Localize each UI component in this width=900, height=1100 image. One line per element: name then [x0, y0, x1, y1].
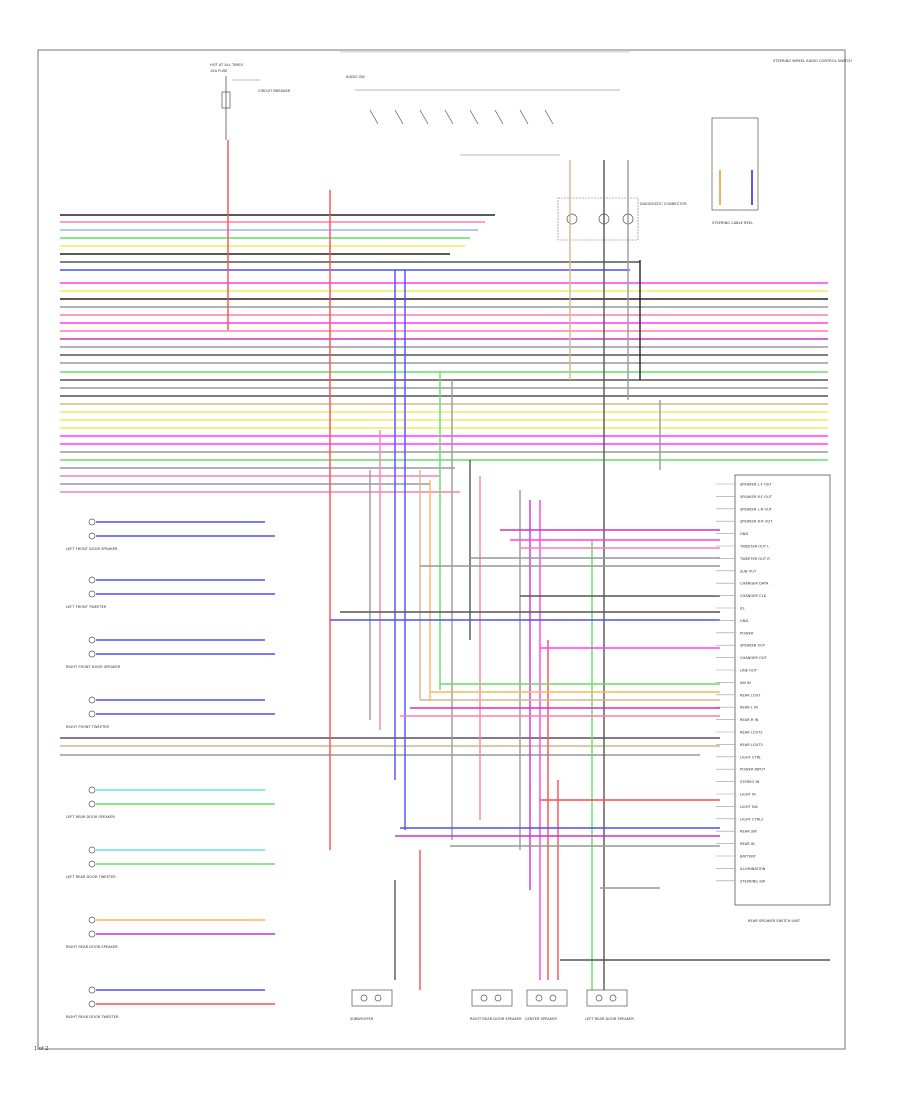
- audio-unit-pin: BATTERY: [740, 855, 757, 859]
- audio-unit-pin: SUB OUT: [740, 569, 757, 573]
- audio-unit-pin: REAR SW: [740, 830, 757, 834]
- bottom-component: CENTER SPEAKER: [525, 989, 568, 1021]
- audio-unit-pin: TWEETER OUT L: [739, 545, 769, 549]
- top-right-label-block: STEERING WHEEL AUDIO CONTROL SWITCH: [773, 59, 852, 63]
- footer-label: 1 of 2: [34, 1046, 49, 1052]
- audio-unit-pin: CHANGER OUT: [740, 656, 768, 660]
- speaker: RIGHT REAR DOOR SPEAKER: [66, 916, 275, 949]
- audio-unit-pin: SPEAKER L-F OUT: [740, 483, 772, 487]
- audio-unit-pin: SPEAKER R-F OUT: [740, 495, 773, 499]
- connector-block: DIAGNOSTIC CONNECTOR: [557, 197, 687, 241]
- speaker: RIGHT FRONT DOOR SPEAKER: [66, 636, 275, 669]
- audio-unit-pin: GND: [740, 619, 748, 623]
- speaker: LEFT REAR DOOR SPEAKER: [66, 786, 275, 819]
- audio-unit-pin: REAR LOUT3: [740, 743, 763, 747]
- bottom-component: LEFT REAR DOOR SPEAKER: [585, 989, 634, 1021]
- bottom-component-label: CENTER SPEAKER: [525, 1017, 557, 1021]
- bottom-component-label: SUBWOOFER: [350, 1017, 374, 1021]
- audio-unit-pin: GND: [740, 532, 748, 536]
- audio-unit-pin: LIGHT IN2: [740, 805, 758, 809]
- audio-unit-pin: STEERING SW: [740, 879, 765, 883]
- left-speakers: LEFT FRONT DOOR SPEAKER LEFT FRONT TWEETE…: [66, 518, 275, 1019]
- speaker-label: LEFT REAR DOOR TWEETER: [66, 875, 116, 879]
- audio-unit-pin: REAR LOUT: [740, 693, 761, 697]
- speaker: LEFT REAR DOOR TWEETER: [66, 846, 275, 879]
- audio-unit-pin: ILL: [740, 607, 745, 611]
- connector-block-label: DIAGNOSTIC CONNECTOR: [640, 202, 687, 206]
- bottom-component: RIGHT REAR DOOR SPEAKER: [470, 989, 522, 1021]
- fuse-label: HOT AT ALL TIMES: [210, 63, 244, 67]
- audio-unit-pin: REAR LOUT2: [740, 731, 763, 735]
- vertical-wires: [227, 140, 830, 990]
- speaker: LEFT FRONT DOOR SPEAKER: [66, 518, 275, 551]
- switch-row-label: AUDIO SW: [346, 75, 365, 79]
- audio-unit-pin: SPEAKER R-R OUT: [740, 520, 773, 524]
- relay-label: CIRCUIT BREAKER: [258, 89, 291, 93]
- audio-unit-pin: TWEETER OUT R: [739, 557, 770, 561]
- fuse-sub-label: 15A FUSE: [210, 69, 228, 73]
- audio-unit-pin: CHANGER CLK: [740, 594, 767, 598]
- audio-unit-pin: SPEAKER L-R OUT: [740, 507, 773, 511]
- bottom-component-label: LEFT REAR DOOR SPEAKER: [585, 1017, 634, 1021]
- speaker-label: LEFT REAR DOOR SPEAKER: [66, 815, 115, 819]
- audio-unit-pin: SPEAKER OUT: [740, 644, 766, 648]
- speaker: RIGHT FRONT TWEETER: [66, 696, 275, 729]
- speaker-label: RIGHT FRONT DOOR SPEAKER: [66, 665, 121, 669]
- bottom-component: SUBWOOFER: [350, 989, 393, 1021]
- audio-unit-pin: LIGHT IN: [740, 793, 756, 797]
- audio-unit-pin: REAR IN: [740, 842, 755, 846]
- speaker: RIGHT REAR DOOR TWEETER: [66, 986, 275, 1019]
- wire-harness: [60, 214, 828, 756]
- speaker-label: LEFT FRONT TWEETER: [66, 605, 107, 609]
- top-right-label: STEERING WHEEL AUDIO CONTROL SWITCH: [773, 59, 852, 63]
- steering-cable-reel-label: STEERING CABLE REEL: [712, 221, 753, 225]
- speaker-label: RIGHT REAR DOOR SPEAKER: [66, 945, 118, 949]
- audio-unit-pin: ILLUMINATION: [740, 867, 766, 871]
- speaker-label: LEFT FRONT DOOR SPEAKER: [66, 547, 118, 551]
- audio-unit-pin: POWER INPUT: [740, 768, 766, 772]
- audio-unit-pin: LIGHT CTRL2: [740, 817, 763, 821]
- switch-row: AUDIO SW: [340, 51, 630, 156]
- speaker: LEFT FRONT TWEETER: [66, 576, 275, 609]
- steering-cable-reel: STEERING CABLE REEL: [711, 117, 759, 225]
- audio-unit-pin: REAR L IN: [740, 706, 758, 710]
- audio-unit-pin: CHANGER DATA: [740, 582, 769, 586]
- audio-unit-pin: LIGHT CTRL: [740, 755, 761, 759]
- audio-unit-pin: LINE OUT: [740, 669, 758, 673]
- diagram-border: [37, 49, 846, 1050]
- fuse-block: HOT AT ALL TIMES 15A FUSE CIRCUIT BREAKE…: [210, 63, 291, 140]
- audio-unit-sublabel: REAR SPEAKER SWITCH UNIT: [748, 919, 801, 923]
- audio-unit-pin: SW IN: [740, 681, 751, 685]
- speaker-label: RIGHT FRONT TWEETER: [66, 725, 110, 729]
- audio-unit: SPEAKER L-F OUT SPEAKER R-F OUT SPEAKER L-…: [716, 474, 831, 923]
- speaker-label: RIGHT REAR DOOR TWEETER: [66, 1015, 119, 1019]
- bottom-component-label: RIGHT REAR DOOR SPEAKER: [470, 1017, 522, 1021]
- audio-unit-pin: STEREO IN: [740, 780, 760, 784]
- audio-unit-pin: POWER: [740, 631, 754, 635]
- audio-unit-pin: REAR R IN: [740, 718, 759, 722]
